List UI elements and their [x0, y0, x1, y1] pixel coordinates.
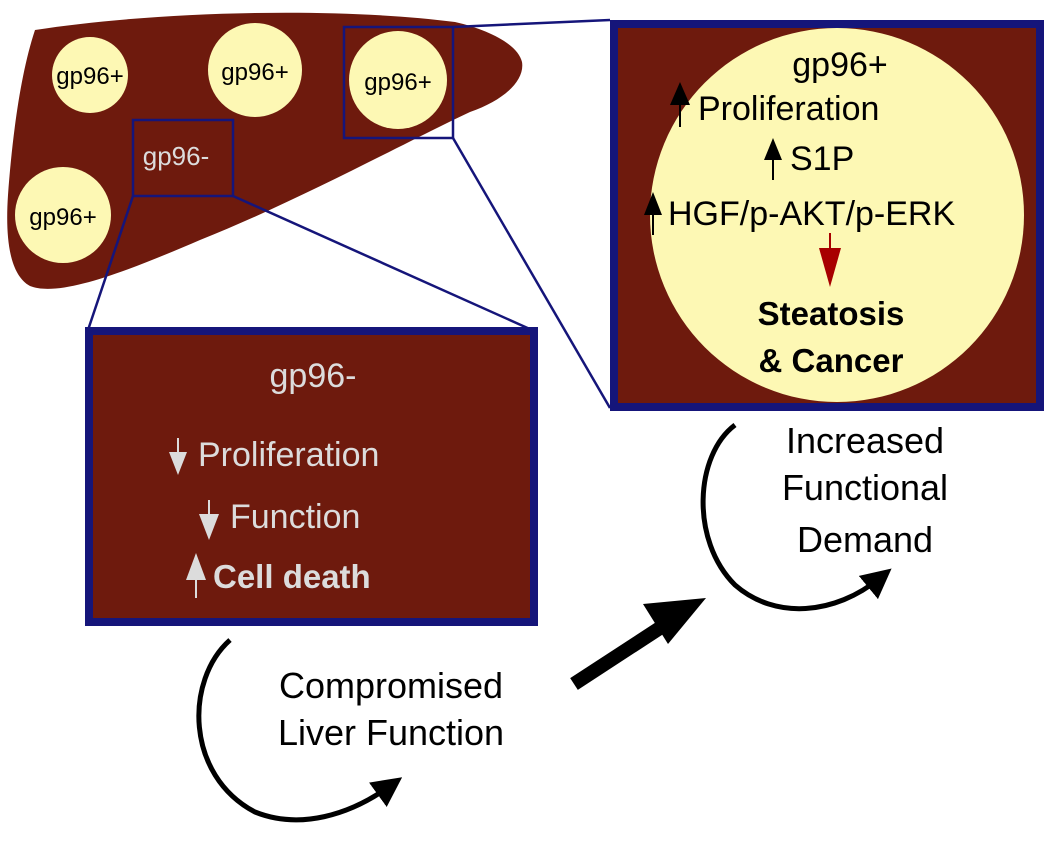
nodule-1-label: gp96+ [56, 63, 123, 90]
down-arrow-icon [819, 233, 841, 287]
cycle-left-line2: Liver Function [278, 712, 504, 753]
negative-proliferation: Proliferation [198, 436, 379, 474]
nodule-2: gp96+ [208, 23, 302, 117]
selection-box-negative [131, 118, 235, 198]
up-arrow-icon [670, 82, 690, 127]
positive-proliferation: Proliferation [698, 90, 879, 128]
up-arrow-icon [764, 138, 782, 180]
selection-box-positive [342, 25, 455, 140]
cycle-right-line2: Functional [782, 467, 948, 508]
down-arrow-icon [169, 438, 187, 475]
zoom-connectors [86, 18, 612, 409]
positive-s1p: S1P [790, 140, 854, 178]
transition-arrow-icon [570, 598, 706, 690]
positive-title: gp96+ [792, 46, 888, 84]
up-arrow-icon [186, 553, 206, 598]
negative-cell-death: Cell death [213, 558, 371, 595]
up-arrow-icon [644, 192, 662, 235]
zoom-panel-positive: gp96+ Proliferation S1P HGF/p-AKT/p-ERK … [610, 20, 1044, 411]
nodule-2-label: gp96+ [221, 59, 288, 86]
down-arrow-icon [199, 500, 219, 540]
positive-outcome-line2: & Cancer [759, 342, 904, 379]
nodule-3-label: gp96+ [364, 69, 431, 96]
negative-function: Function [230, 498, 360, 536]
zoom-panel-negative: gp96- Proliferation Function Cell death [85, 327, 538, 626]
cycle-arrow-right [700, 423, 892, 612]
positive-outcome-line1: Steatosis [758, 295, 905, 332]
nodule-4-label: gp96+ [29, 204, 96, 231]
liver-negative-label: gp96- [143, 141, 210, 171]
negative-title: gp96- [270, 357, 357, 395]
cycle-right-line3: Demand [797, 519, 933, 560]
nodule-4: gp96+ [15, 167, 111, 263]
positive-signaling: HGF/p-AKT/p-ERK [668, 195, 955, 233]
nodule-1: gp96+ [52, 37, 128, 113]
nodule-3: gp96+ [349, 31, 447, 129]
cycle-right-line1: Increased [786, 420, 944, 461]
cycle-arrow-left [196, 638, 403, 823]
cycle-left-line1: Compromised [279, 665, 503, 706]
